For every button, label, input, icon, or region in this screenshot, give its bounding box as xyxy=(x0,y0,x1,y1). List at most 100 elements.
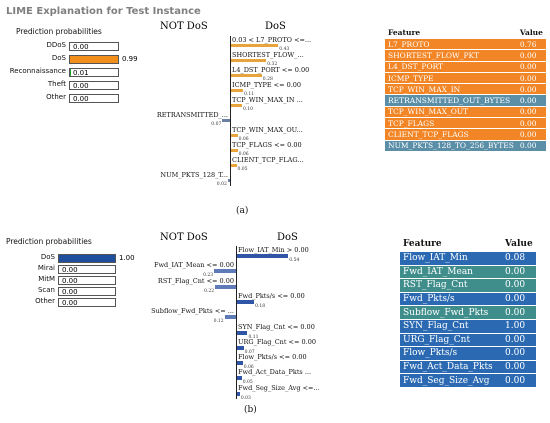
a-prob-value: 0.99 xyxy=(122,55,138,63)
a-prob-value: 0.01 xyxy=(73,69,89,77)
b-prob-value: 0.00 xyxy=(62,277,78,285)
b-feature-bar xyxy=(237,254,289,258)
a-table-value: 0.00 xyxy=(519,118,537,128)
a-prob-box xyxy=(69,55,119,64)
a-prob-fill xyxy=(70,56,118,63)
b-feature-label: Fwd_Pkts/s <= 0.00 xyxy=(238,291,305,300)
a-feature-bar xyxy=(231,59,267,62)
a-table-feature: L4_DST_PORT xyxy=(388,62,444,72)
a-prob-box: 0.00 xyxy=(69,42,119,51)
b-table-value: 1.00 xyxy=(505,321,526,332)
panel-b-not-label: NOT DoS xyxy=(160,232,208,243)
a-table-feature: TCP_WIN_MAX_OUT xyxy=(388,107,469,117)
a-feature-value: 0.11 xyxy=(244,92,255,97)
a-prob-label: Other xyxy=(46,93,66,101)
a-feature-bar xyxy=(231,164,237,167)
b-prob-value: 0.00 xyxy=(62,266,78,274)
panel-b-pos-label: DoS xyxy=(277,232,298,243)
a-axis xyxy=(230,36,231,186)
a-feature-label: ICMP_TYPE <= 0.00 xyxy=(232,81,302,89)
a-prob-box: 0.00 xyxy=(69,94,119,103)
b-feature-bar xyxy=(237,299,255,304)
a-table-value: 0.00 xyxy=(519,73,537,83)
b-feature-label: SYN_Flag_Cnt <= 0.00 xyxy=(238,322,315,331)
a-feature-bar xyxy=(222,119,230,122)
a-feature-bar xyxy=(231,89,244,92)
a-feature-value: 0.05 xyxy=(237,167,248,172)
b-feature-label: Fwd_Act_Data_Pkts ... xyxy=(238,368,312,377)
b-table-value: 0.00 xyxy=(505,307,526,318)
b-prob-label: Scan xyxy=(37,286,55,294)
b-table-header-value: Value xyxy=(505,239,533,249)
b-table-value: 0.00 xyxy=(505,362,526,373)
a-feature-label: RETRANSMITTED_... xyxy=(156,111,228,119)
b-feature-value: 0.03 xyxy=(240,395,251,401)
a-table-header-value: Value xyxy=(519,27,543,37)
b-prob-box: 0.00 xyxy=(58,287,116,296)
a-feature-value: 0.06 xyxy=(238,137,249,142)
b-feature-value: 0.07 xyxy=(244,349,255,355)
b-table-value: 0.08 xyxy=(505,253,526,264)
a-table-value: 0.00 xyxy=(519,130,537,140)
a-table-value: 0.00 xyxy=(519,62,537,72)
b-feature-bar xyxy=(237,391,240,396)
b-feature-bar xyxy=(237,345,244,350)
a-feature-bar xyxy=(231,134,238,137)
a-table-feature: NUM_PKTS_128_TO_256_BYTES xyxy=(388,141,514,151)
a-table-feature: SHORTEST_FLOW_PKT xyxy=(388,50,480,60)
b-feature-bar xyxy=(214,269,236,274)
a-feature-value: 0.28 xyxy=(262,77,273,82)
a-feature-bar xyxy=(227,179,230,182)
b-table-feature: Fwd_Act_Data_Pkts xyxy=(403,362,493,373)
b-feature-value: 0.12 xyxy=(213,319,224,325)
a-feature-value: 0.02 xyxy=(216,182,227,187)
b-feature-label: Fwd_Seg_Size_Avg <=... xyxy=(238,383,320,392)
panel-a-caption: (a) xyxy=(236,206,249,216)
panel-a-title: LIME Explanation for Test Instance xyxy=(6,6,201,17)
b-feature-label: Flow_Pkts/s <= 0.00 xyxy=(238,353,307,362)
a-prob-label: DDoS xyxy=(46,41,66,49)
panel-a-pos-label: DoS xyxy=(265,21,286,32)
panel-a-pp-title: Prediction probabilities xyxy=(16,27,102,36)
a-prob-value: 0.00 xyxy=(73,82,89,90)
panel-b-pp-title: Prediction probabilities xyxy=(6,237,92,246)
b-feature-value: 0.23 xyxy=(203,273,214,279)
b-table-value: 0.00 xyxy=(505,348,526,359)
b-table-feature: RST_Flag_Cnt xyxy=(403,280,468,291)
b-prob-box: 0.00 xyxy=(58,265,116,274)
b-feature-bar xyxy=(224,315,236,320)
a-feature-bar xyxy=(231,149,238,152)
a-table-feature: TCP_FLAGS xyxy=(388,118,435,128)
a-table-header: Feature Value xyxy=(385,26,546,39)
b-table-value: 0.00 xyxy=(505,294,526,305)
b-table-feature: URG_Flag_Cnt xyxy=(403,334,471,345)
a-table-header-feature: Feature xyxy=(388,27,421,37)
a-feature-label: 0.03 < L7_PROTO <=... xyxy=(232,36,312,44)
b-feature-value: 0.11 xyxy=(248,334,259,340)
b-feature-label: Flow_IAT_Min > 0.00 xyxy=(238,246,309,254)
b-feature-value: 0.54 xyxy=(289,258,300,263)
a-feature-label: L4_DST_PORT <= 0.00 xyxy=(232,66,310,74)
a-table-feature: RETRANSMITTED_OUT_BYTES xyxy=(388,96,511,106)
a-table-row: L4_DST_PORT 0.00 xyxy=(385,61,546,73)
b-feature-label: Fwd_IAT_Mean <= 0.00 xyxy=(153,261,234,270)
a-feature-label: SHORTEST_FLOW_... xyxy=(232,51,304,59)
b-table-feature: Fwd_IAT_Mean xyxy=(403,266,473,277)
b-axis xyxy=(236,246,237,399)
a-feature-value: 0.32 xyxy=(267,62,278,67)
a-prob-label: Reconnaissance xyxy=(9,67,66,75)
b-feature-label: Subflow_Fwd_Pkts <= ... xyxy=(151,307,234,316)
b-feature-bar xyxy=(237,330,248,335)
a-feature-bar xyxy=(231,44,279,47)
